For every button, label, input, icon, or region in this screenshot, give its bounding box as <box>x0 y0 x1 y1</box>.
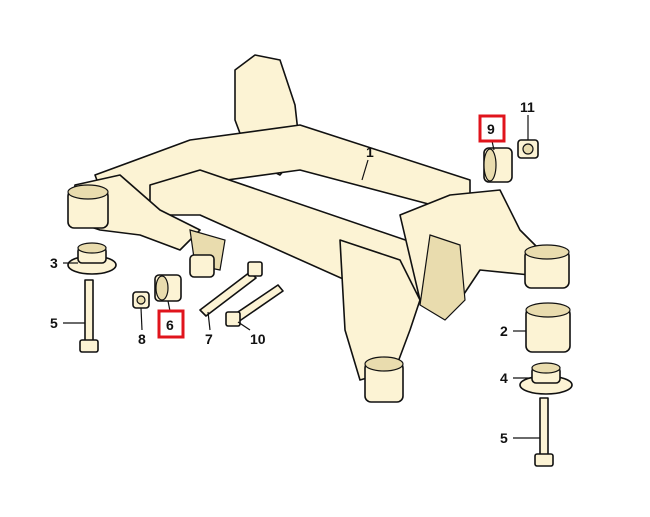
bushing-front-right <box>364 356 404 403</box>
part-4-washer <box>519 362 573 395</box>
highlight-box-6 <box>157 309 185 339</box>
callout-7: 7 <box>205 331 213 347</box>
part-5-bolt-right <box>534 397 554 467</box>
bushing-front-left <box>67 184 109 229</box>
subframe-front-leg <box>339 239 421 381</box>
leader-1 <box>361 159 369 181</box>
bushing-rear-right <box>524 244 570 289</box>
subframe-right-bracket <box>419 234 466 321</box>
leader-10 <box>237 321 251 331</box>
leader-8 <box>140 307 143 331</box>
callout-3: 3 <box>50 255 58 271</box>
callout-11: 11 <box>520 99 535 115</box>
part-9-bushing <box>483 147 513 183</box>
callout-1: 1 <box>366 144 374 160</box>
part-5-bolt-left <box>79 279 99 353</box>
part-10-bolt <box>225 284 284 327</box>
subframe-right-arm <box>399 189 541 301</box>
leader-6 <box>167 300 171 312</box>
callout-6: 6 <box>166 317 174 333</box>
callout-9: 9 <box>487 121 495 137</box>
highlight-box-9 <box>478 114 506 143</box>
part-2-bushing <box>525 302 571 353</box>
bushing-left-arm <box>189 254 215 278</box>
part-3-washer <box>67 242 117 275</box>
callout-10: 10 <box>250 331 266 347</box>
callout-5-right: 5 <box>500 430 508 446</box>
callout-4: 4 <box>500 370 508 386</box>
callout-2: 2 <box>500 323 508 339</box>
part-7-bolt <box>199 261 263 317</box>
callout-8: 8 <box>138 331 146 347</box>
part-8-nut <box>132 291 150 309</box>
part-11-nut <box>517 139 539 159</box>
callout-5-left: 5 <box>50 315 58 331</box>
leader-7 <box>207 311 211 331</box>
part-6-bushing <box>154 274 182 302</box>
